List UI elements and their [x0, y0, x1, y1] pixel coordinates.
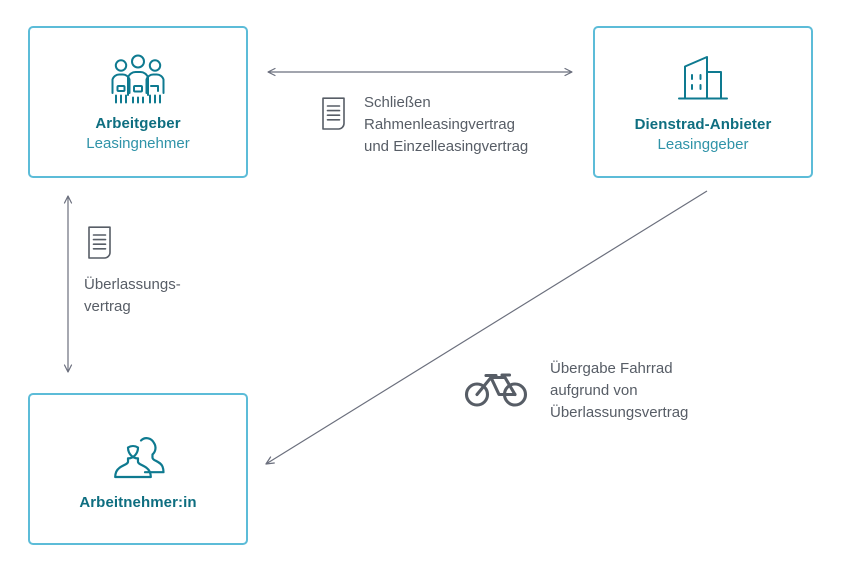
card-subtitle: Leasingnehmer — [86, 134, 190, 152]
card-title: Arbeitnehmer:in — [79, 493, 197, 511]
document-icon — [86, 225, 116, 261]
document-icon — [320, 96, 350, 132]
bicycle-icon — [464, 368, 528, 408]
annotation-transfer-agreement: Überlassungs- vertrag — [84, 225, 181, 318]
card-arbeitgeber[interactable]: Arbeitgeber Leasingnehmer — [28, 26, 248, 178]
annotation-bike-handover: Übergabe Fahrrad aufgrund von Überlassun… — [464, 358, 688, 424]
card-title: Arbeitgeber — [95, 114, 181, 132]
three-people-icon — [107, 53, 169, 105]
annotation-text: Überlassungs- vertrag — [84, 276, 181, 315]
office-building-icon — [672, 52, 734, 104]
annotation-text: Übergabe Fahrrad aufgrund von Überlassun… — [550, 360, 689, 421]
annotation-lease-contracts: Schließen Rahmenleasingvertrag und Einze… — [320, 92, 528, 158]
card-title: Dienstrad-Anbieter — [634, 115, 772, 133]
card-arbeitnehmerin[interactable]: Arbeitnehmer:in — [28, 393, 248, 545]
card-subtitle: Leasinggeber — [657, 135, 749, 153]
annotation-text: Schließen Rahmenleasingvertrag und Einze… — [364, 94, 529, 155]
card-dienstrad-anbieter[interactable]: Dienstrad-Anbieter Leasinggeber — [593, 26, 813, 178]
two-people-icon — [107, 428, 169, 480]
